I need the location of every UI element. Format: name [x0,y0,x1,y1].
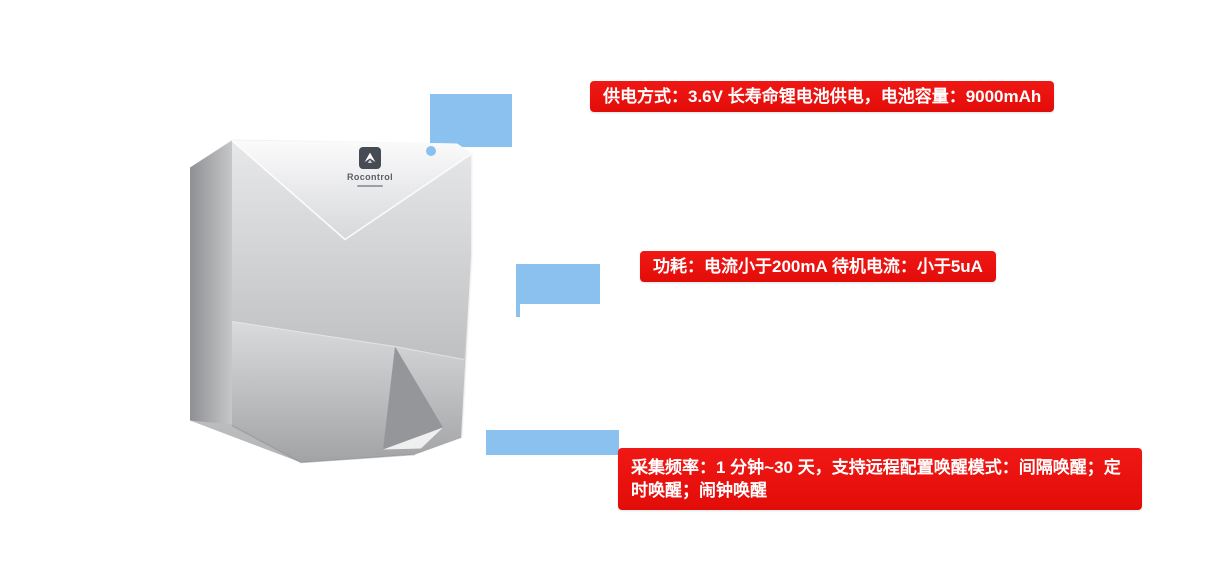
callout-power-supply: 供电方式：3.6V 长寿命锂电池供电，电池容量：9000mAh [590,81,1055,112]
callout-sampling-frequency: 采集频率：1 分钟~30 天，支持远程配置唤醒模式：间隔唤醒；定时唤醒；闹钟唤醒 [618,448,1142,510]
brand-subtext-bar [357,185,383,187]
device-image [190,139,473,464]
connector-dot [426,146,436,156]
callout-power-consumption: 功耗：电流小于200mA 待机电流：小于5uA [640,251,996,282]
brand-name: Rocontrol [346,172,394,182]
brand-logo-icon [359,147,381,169]
connector-block-middle [516,264,600,304]
connector-tail-middle [516,304,520,317]
connector-block-bottom [486,430,619,455]
connector-block-top [430,94,512,147]
brand-logo: Rocontrol [340,147,400,187]
